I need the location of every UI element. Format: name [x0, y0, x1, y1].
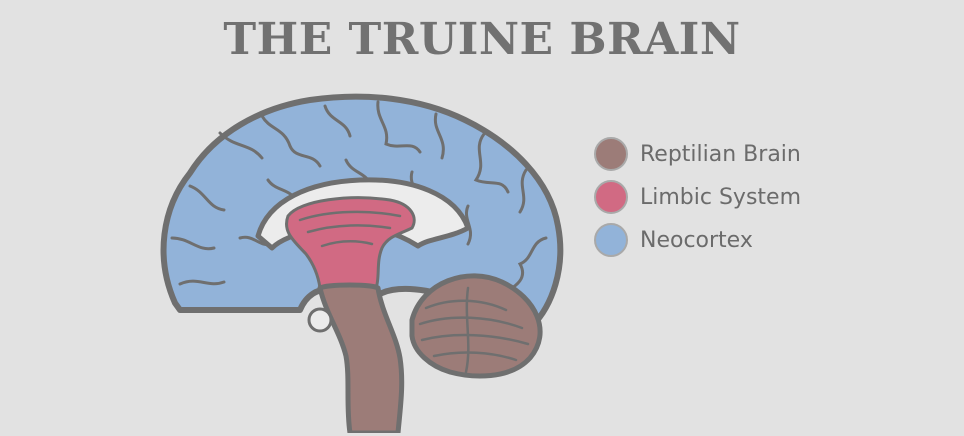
- legend-item-reptilian: Reptilian Brain: [594, 136, 801, 172]
- limbic-folds: [298, 210, 402, 248]
- cerebellum-region: [409, 273, 543, 379]
- pituitary-region: [307, 307, 333, 333]
- legend-swatch: [594, 180, 628, 214]
- page-title: THE TRUINE BRAIN: [223, 14, 741, 65]
- brain-diagram: [160, 93, 564, 433]
- legend-label: Limbic System: [640, 184, 802, 210]
- legend-swatch: [594, 223, 628, 257]
- cerebellum-folds: [418, 286, 530, 374]
- brain-folds: [170, 100, 548, 294]
- legend: Reptilian Brain Limbic System Neocortex: [594, 136, 801, 265]
- legend-swatch: [594, 137, 628, 171]
- limbic-region: [285, 196, 416, 290]
- legend-item-neocortex: Neocortex: [594, 222, 801, 258]
- legend-label: Reptilian Brain: [640, 141, 801, 167]
- legend-label: Neocortex: [640, 227, 753, 253]
- legend-item-limbic: Limbic System: [594, 179, 801, 215]
- brainstem-region: [317, 282, 405, 433]
